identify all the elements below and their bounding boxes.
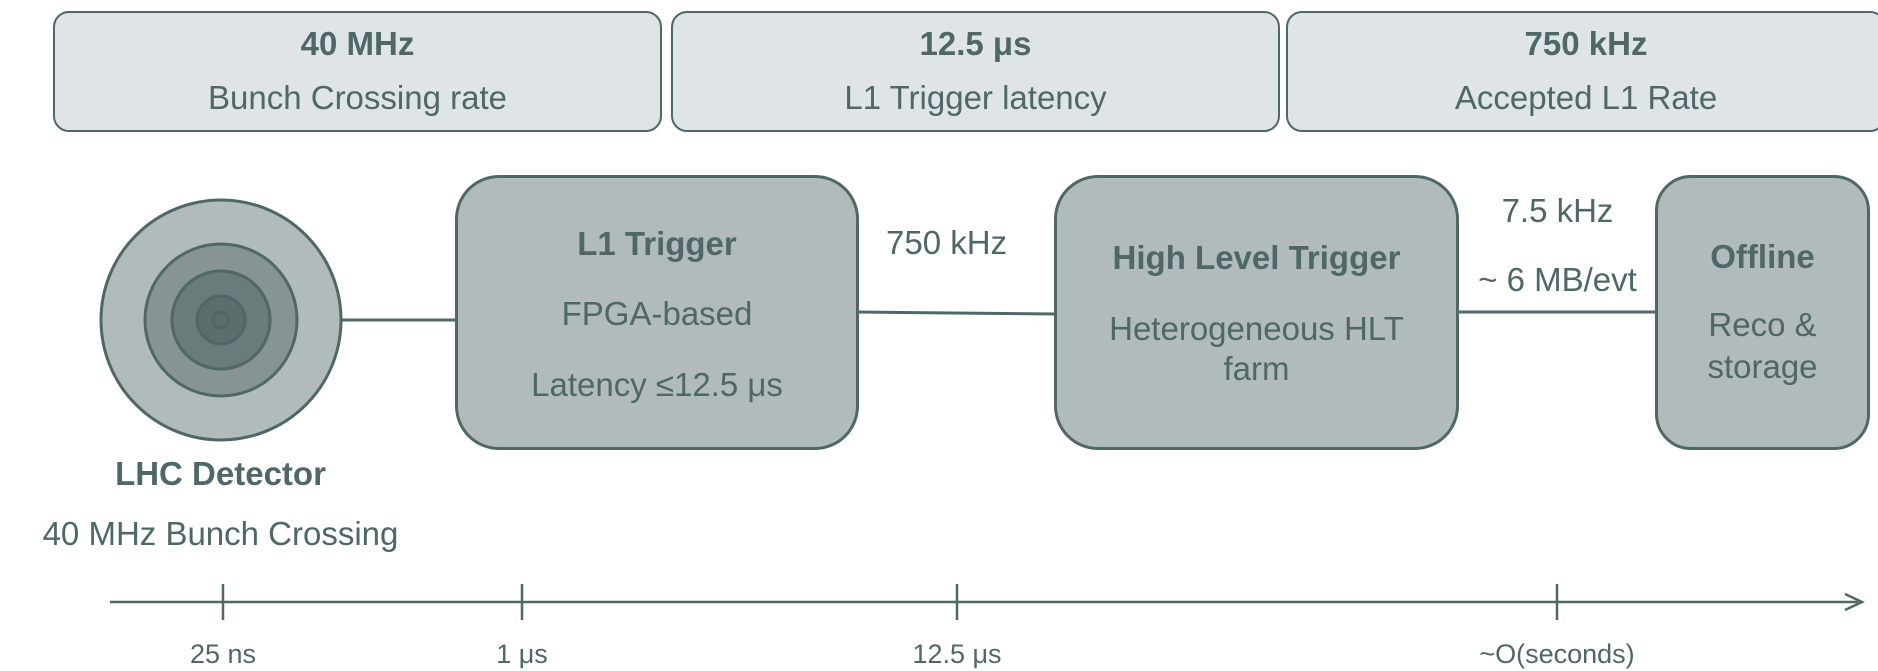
timeline-tick-label: ~O(seconds) [1479, 639, 1635, 669]
timeline-tick-label: 1 μs [496, 639, 548, 669]
box-value: 750 kHz [1524, 25, 1648, 62]
timeline-axis [110, 584, 1865, 620]
stage-title: Offline [1710, 238, 1815, 275]
box-value: 12.5 μs [919, 25, 1032, 62]
timeline-tick-label: 25 ns [189, 639, 257, 669]
box-label: Bunch Crossing rate [208, 79, 507, 116]
stage-title: L1 Trigger [577, 225, 737, 262]
stage-line: farm [1223, 350, 1290, 387]
detector-subtitle: 40 MHz Bunch Crossing [42, 515, 399, 552]
stage-line: FPGA-based [561, 295, 753, 332]
box-label: L1 Trigger latency [844, 79, 1107, 116]
detector-icon [99, 198, 343, 442]
box-value: 40 MHz [300, 25, 415, 62]
l1-output-rate: 750 kHz [886, 224, 1008, 261]
offline-box: Offline Reco & storage [1655, 175, 1870, 450]
detector-title: LHC Detector [115, 455, 326, 492]
box-label: Accepted L1 Rate [1454, 79, 1718, 116]
bunch-crossing-rate-box: 40 MHz Bunch Crossing rate [53, 11, 662, 132]
stage-line: Latency ≤12.5 μs [531, 366, 783, 403]
hlt-box: High Level Trigger Heterogeneous HLT far… [1054, 175, 1459, 450]
stage-line: storage [1707, 348, 1818, 385]
l1-to-hlt-connector [856, 310, 1057, 316]
stage-line: Heterogeneous HLT [1109, 310, 1404, 347]
l1-trigger-box: L1 Trigger FPGA-based Latency ≤12.5 μs [455, 175, 859, 450]
stage-line: Reco & [1708, 306, 1817, 343]
l1-latency-box: 12.5 μs L1 Trigger latency [671, 11, 1280, 132]
stage-title: High Level Trigger [1112, 239, 1401, 276]
accepted-l1-rate-box: 750 kHz Accepted L1 Rate [1286, 11, 1878, 132]
hlt-event-size: ~ 6 MB/evt [1478, 261, 1637, 298]
timeline-tick-label: 12.5 μs [912, 639, 1002, 669]
hlt-output-rate: 7.5 kHz [1501, 192, 1614, 229]
